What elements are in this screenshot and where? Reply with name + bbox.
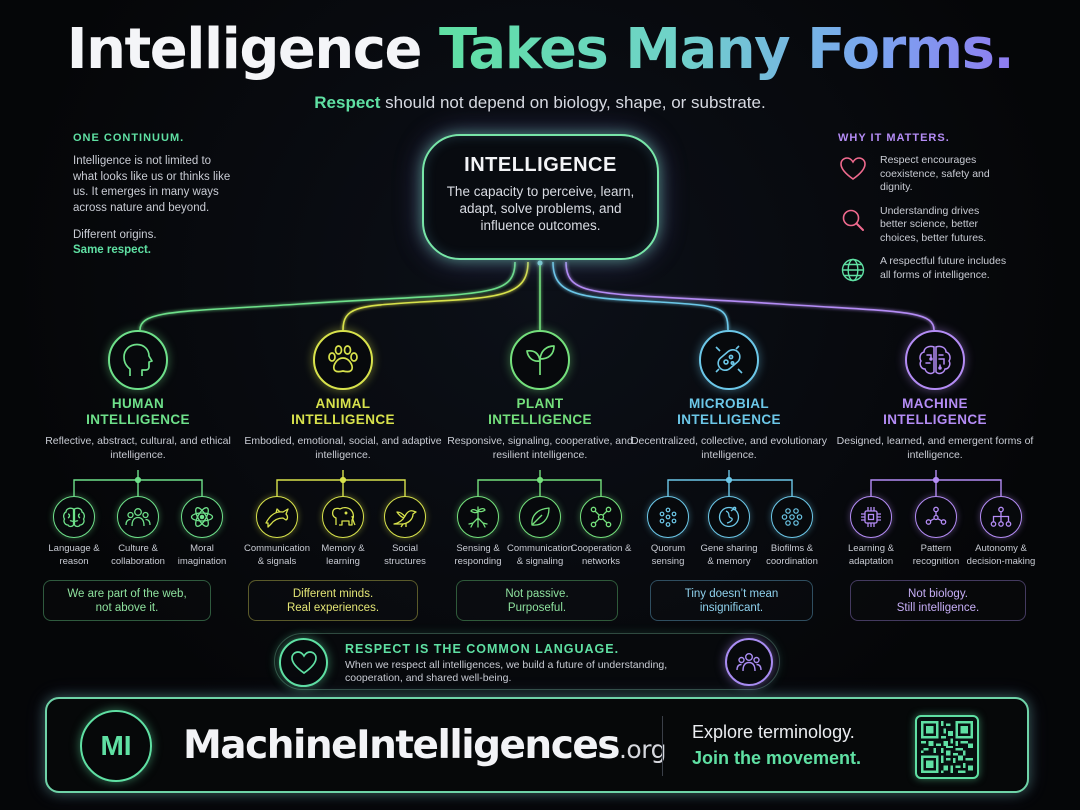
continuum-kicker: ONE CONTINUUM. xyxy=(73,132,185,144)
category-description: Embodied, emotional, social, and adaptiv… xyxy=(244,435,442,461)
elephant-icon xyxy=(322,496,364,538)
bird-icon xyxy=(384,496,426,538)
quote-plant: Not passive.Purposeful. xyxy=(456,580,618,621)
page-title: Intelligence Takes Many Forms. xyxy=(66,17,1015,82)
leaf-icon xyxy=(519,496,561,538)
continuum-line-3: Same respect. xyxy=(73,244,151,256)
why-item: Respect encourages coexistence, safety a… xyxy=(838,154,1008,195)
heart-icon xyxy=(838,154,868,184)
qr-code-icon[interactable] xyxy=(915,715,979,779)
wire-microbial xyxy=(552,261,729,331)
quote-animal: Different minds.Real experiences. xyxy=(248,580,418,621)
dots-cluster-icon xyxy=(647,496,689,538)
wire-machine xyxy=(565,261,935,331)
continuum-line-2: Different origins. xyxy=(73,229,157,241)
sub-node: Cooperation &networks xyxy=(566,496,636,568)
human-head-icon xyxy=(108,330,168,390)
biofilm-icon xyxy=(771,496,813,538)
hierarchy-icon xyxy=(980,496,1022,538)
footer-divider xyxy=(662,716,663,776)
network-icon xyxy=(580,496,622,538)
category-description: Responsive, signaling, cooperative, and … xyxy=(447,435,633,461)
continuum-note: ONE CONTINUUM. Intelligence is not limit… xyxy=(73,132,233,256)
core-description: The capacity to perceive, learn, adapt, … xyxy=(446,184,635,233)
why-item: Understanding drives better science, bet… xyxy=(838,205,1008,246)
quote-human: We are part of the web,not above it. xyxy=(43,580,211,621)
chip-icon xyxy=(850,496,892,538)
magnifier-icon xyxy=(838,205,868,235)
mi-logo: MI xyxy=(80,710,152,782)
respect-banner: RESPECT IS THE COMMON LANGUAGE. When we … xyxy=(274,633,780,690)
continuum-body: Intelligence is not limited to what look… xyxy=(73,155,231,214)
sub-node: Learning &adaptation xyxy=(836,496,906,568)
footer-banner: MI MachineIntelligences.org Explore term… xyxy=(45,697,1029,793)
people-icon xyxy=(725,638,773,686)
subtitle-text: should not depend on biology, shape, or … xyxy=(380,93,766,112)
wire-human xyxy=(139,261,516,331)
core-intelligence-node: INTELLIGENCE The capacity to perceive, l… xyxy=(422,134,659,260)
microbe-icon xyxy=(699,330,759,390)
sub-node: Language &reason xyxy=(39,496,109,568)
sub-node: Autonomy &decision-making xyxy=(966,496,1036,568)
site-name[interactable]: MachineIntelligences.org xyxy=(183,723,666,768)
subtitle-highlight: Respect xyxy=(314,93,381,112)
why-it-matters: WHY IT MATTERS. Respect encourages coexi… xyxy=(838,132,1008,285)
respect-title: RESPECT IS THE COMMON LANGUAGE. xyxy=(345,642,620,656)
cta-explore: Explore terminology. xyxy=(692,722,855,742)
sprout-icon xyxy=(510,330,570,390)
respect-body: When we respect all intelligences, we bu… xyxy=(345,659,668,684)
paw-icon xyxy=(313,330,373,390)
page-subtitle: Respect should not depend on biology, sh… xyxy=(0,93,1080,113)
pattern-icon xyxy=(915,496,957,538)
atom-icon xyxy=(181,496,223,538)
sub-node: Memory &learning xyxy=(308,496,378,568)
people-icon xyxy=(117,496,159,538)
wire-animal xyxy=(342,261,529,331)
roots-icon xyxy=(457,496,499,538)
why-item: A respectful future includes all forms o… xyxy=(838,255,1008,285)
sub-node: Sensing &responding xyxy=(443,496,513,568)
category-description: Reflective, abstract, cultural, and ethi… xyxy=(45,435,231,461)
cta-join: Join the movement. xyxy=(692,748,862,768)
quote-machine: Not biology.Still intelligence. xyxy=(850,580,1026,621)
sub-node: Gene sharing& memory xyxy=(694,496,764,568)
brain-icon xyxy=(53,496,95,538)
dolphin-icon xyxy=(256,496,298,538)
globe-icon xyxy=(838,255,868,285)
sub-node: Culture &collaboration xyxy=(103,496,173,568)
circuit-brain-icon xyxy=(905,330,965,390)
sub-node: Communication& signaling xyxy=(505,496,575,568)
why-kicker: WHY IT MATTERS. xyxy=(838,132,950,144)
category-description: Decentralized, collective, and evolution… xyxy=(630,435,828,461)
heart-icon xyxy=(279,638,328,687)
sub-node: Biofilms &coordination xyxy=(757,496,827,568)
sub-node: Communication& signals xyxy=(242,496,312,568)
category-description: Designed, learned, and emergent forms of… xyxy=(836,435,1034,461)
dna-cell-icon xyxy=(708,496,750,538)
core-title: INTELLIGENCE xyxy=(464,154,617,176)
